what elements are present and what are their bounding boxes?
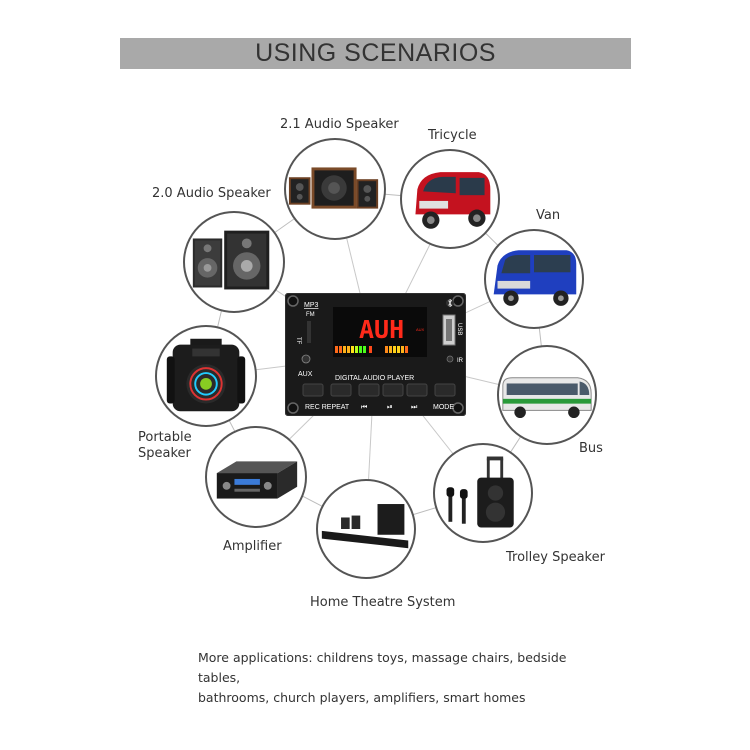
label-home-theatre: Home Theatre System	[310, 595, 456, 610]
scenario-van	[484, 229, 584, 329]
label-bus: Bus	[579, 441, 603, 456]
mode-label: MODE	[433, 404, 454, 411]
footer-line-2: bathrooms, church players, amplifiers, s…	[198, 690, 526, 705]
scenario-tricycle	[400, 149, 500, 249]
bluetooth-icon	[446, 298, 454, 308]
more-applications-text: More applications: childrens toys, massa…	[198, 648, 598, 708]
scenario-bus	[497, 345, 597, 445]
label-2-0-speaker: 2.0 Audio Speaker	[152, 186, 271, 201]
label-2-1-speaker: 2.1 Audio Speaker	[280, 117, 399, 132]
label-amplifier: Amplifier	[223, 539, 282, 554]
scenario-2-1-speaker	[284, 138, 386, 240]
label-speaker: Speaker	[138, 446, 191, 461]
rec-repeat-label: REC REPEAT	[305, 404, 350, 411]
label-portable: Portable	[138, 430, 192, 445]
subwoofer-speaker-set-icon	[288, 167, 379, 209]
portable-speaker-icon	[166, 338, 246, 412]
trolley-speaker-icon	[446, 456, 514, 528]
mp3-label: MP3	[304, 302, 319, 309]
scenario-amplifier	[205, 426, 307, 528]
play-pause-icon: ⏯	[387, 403, 393, 411]
label-tricycle: Tricycle	[428, 128, 477, 143]
digital-audio-player-board: MP3 FM TF AUH AUX USB	[284, 292, 467, 417]
scenario-trolley-speaker	[433, 443, 533, 543]
footer-line-1: More applications: childrens toys, massa…	[198, 650, 567, 685]
ir-label: IR	[457, 358, 464, 364]
scenario-home-theatre	[316, 479, 416, 579]
label-trolley-speaker: Trolley Speaker	[506, 550, 605, 565]
spectrum-bars	[335, 346, 408, 353]
aux-label: AUX	[298, 371, 313, 378]
ir-receiver	[446, 355, 454, 363]
title-banner: USING SCENARIOS	[120, 38, 631, 69]
scenario-portable-speaker	[155, 325, 257, 427]
fm-label: FM	[306, 312, 315, 318]
bus-icon	[502, 377, 592, 419]
aux-jack	[301, 354, 311, 364]
scenario-2-0-speaker	[183, 211, 285, 313]
van-icon	[493, 250, 577, 306]
tricycle-icon	[415, 172, 491, 229]
display-readout: AUH	[359, 315, 404, 344]
tf-label: TF	[295, 337, 301, 345]
decoder-board-graphic: MP3 FM TF AUH AUX USB	[284, 292, 467, 417]
next-icon: ⏭	[411, 403, 418, 411]
display-aux-indicator: AUX	[416, 327, 425, 332]
soundbar-icon	[321, 504, 409, 549]
board-title: DIGITAL AUDIO PLAYER	[335, 375, 414, 382]
bookshelf-speakers-icon	[192, 230, 270, 290]
amplifier-icon	[216, 461, 298, 499]
board-buttons	[302, 383, 456, 397]
label-van: Van	[536, 208, 561, 223]
page-title: USING SCENARIOS	[255, 39, 496, 67]
usb-label: USB	[456, 323, 462, 335]
prev-icon: ⏮	[361, 403, 367, 411]
